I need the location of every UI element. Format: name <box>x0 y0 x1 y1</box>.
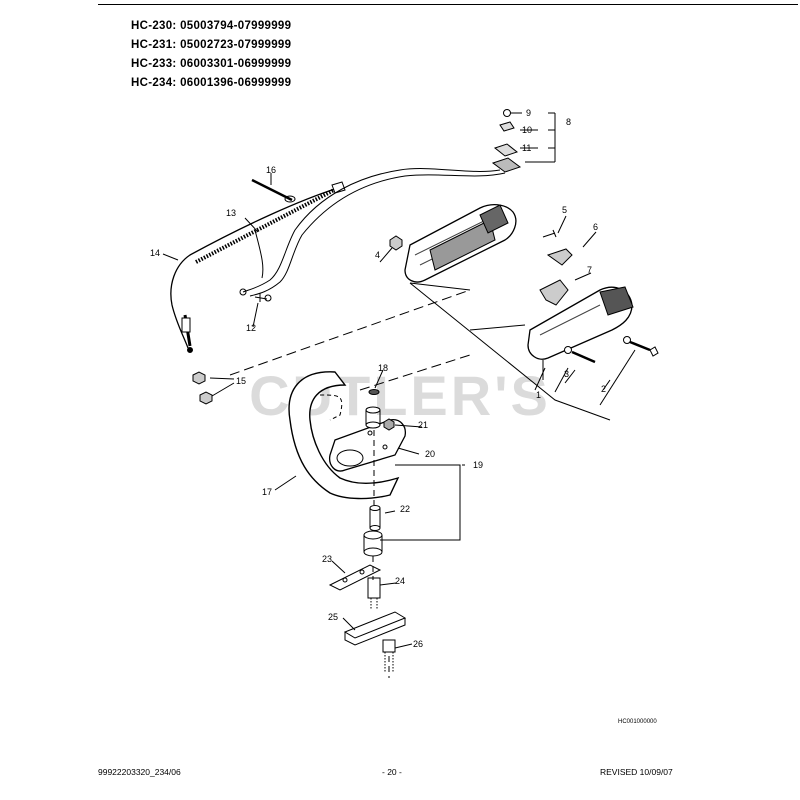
switch-assembly <box>491 109 556 173</box>
cable-tie <box>251 178 293 202</box>
callout-22: 22 <box>400 504 410 514</box>
callout-5: 5 <box>562 205 567 215</box>
callout-14: 14 <box>150 248 160 258</box>
callout-6: 6 <box>593 222 598 232</box>
handle-lower <box>527 286 634 360</box>
handle-upper <box>404 204 517 283</box>
callout-21: 21 <box>418 420 428 430</box>
nut-4 <box>389 235 403 251</box>
page-number: - 20 - <box>382 767 402 777</box>
callout-7: 7 <box>587 265 592 275</box>
callout-16: 16 <box>266 165 276 175</box>
callout-18: 18 <box>378 363 388 373</box>
callout-17: 17 <box>262 487 272 497</box>
loop-handle <box>288 371 400 500</box>
revised-date: REVISED 10/09/07 <box>600 767 673 777</box>
callout-1: 1 <box>536 390 541 400</box>
model-line-1: HC-230: 05003794-07999999 <box>131 20 292 32</box>
top-rule <box>98 4 798 5</box>
callout-13: 13 <box>226 208 236 218</box>
cable-spring <box>195 188 335 264</box>
callout-12: 12 <box>246 323 256 333</box>
callout-24: 24 <box>395 576 405 586</box>
callout-2: 2 <box>601 384 606 394</box>
callout-3: 3 <box>564 369 569 379</box>
callout-11: 11 <box>522 143 531 153</box>
callout-23: 23 <box>322 554 332 564</box>
callout-8: 8 <box>566 117 571 127</box>
drawing-code: HC001000000 <box>618 719 657 725</box>
callout-9: 9 <box>526 108 531 118</box>
callout-10: 10 <box>522 125 532 135</box>
callout-15: 15 <box>236 376 246 386</box>
callout-20: 20 <box>425 449 435 459</box>
callout-4: 4 <box>375 250 380 260</box>
model-line-4: HC-234: 06001396-06999999 <box>131 77 292 89</box>
doc-number: 99922203320_234/06 <box>98 767 181 777</box>
plate-23 <box>328 564 382 591</box>
callout-26: 26 <box>413 639 423 649</box>
model-line-2: HC-231: 05002723-07999999 <box>131 39 292 51</box>
clamp-20 <box>329 419 406 472</box>
callout-19: 19 <box>473 460 483 470</box>
throttle-cable <box>170 187 339 349</box>
plate-25 <box>343 611 407 639</box>
callout-25: 25 <box>328 612 338 622</box>
stop-wire <box>242 168 501 293</box>
model-line-3: HC-233: 06003301-06999999 <box>131 58 292 70</box>
